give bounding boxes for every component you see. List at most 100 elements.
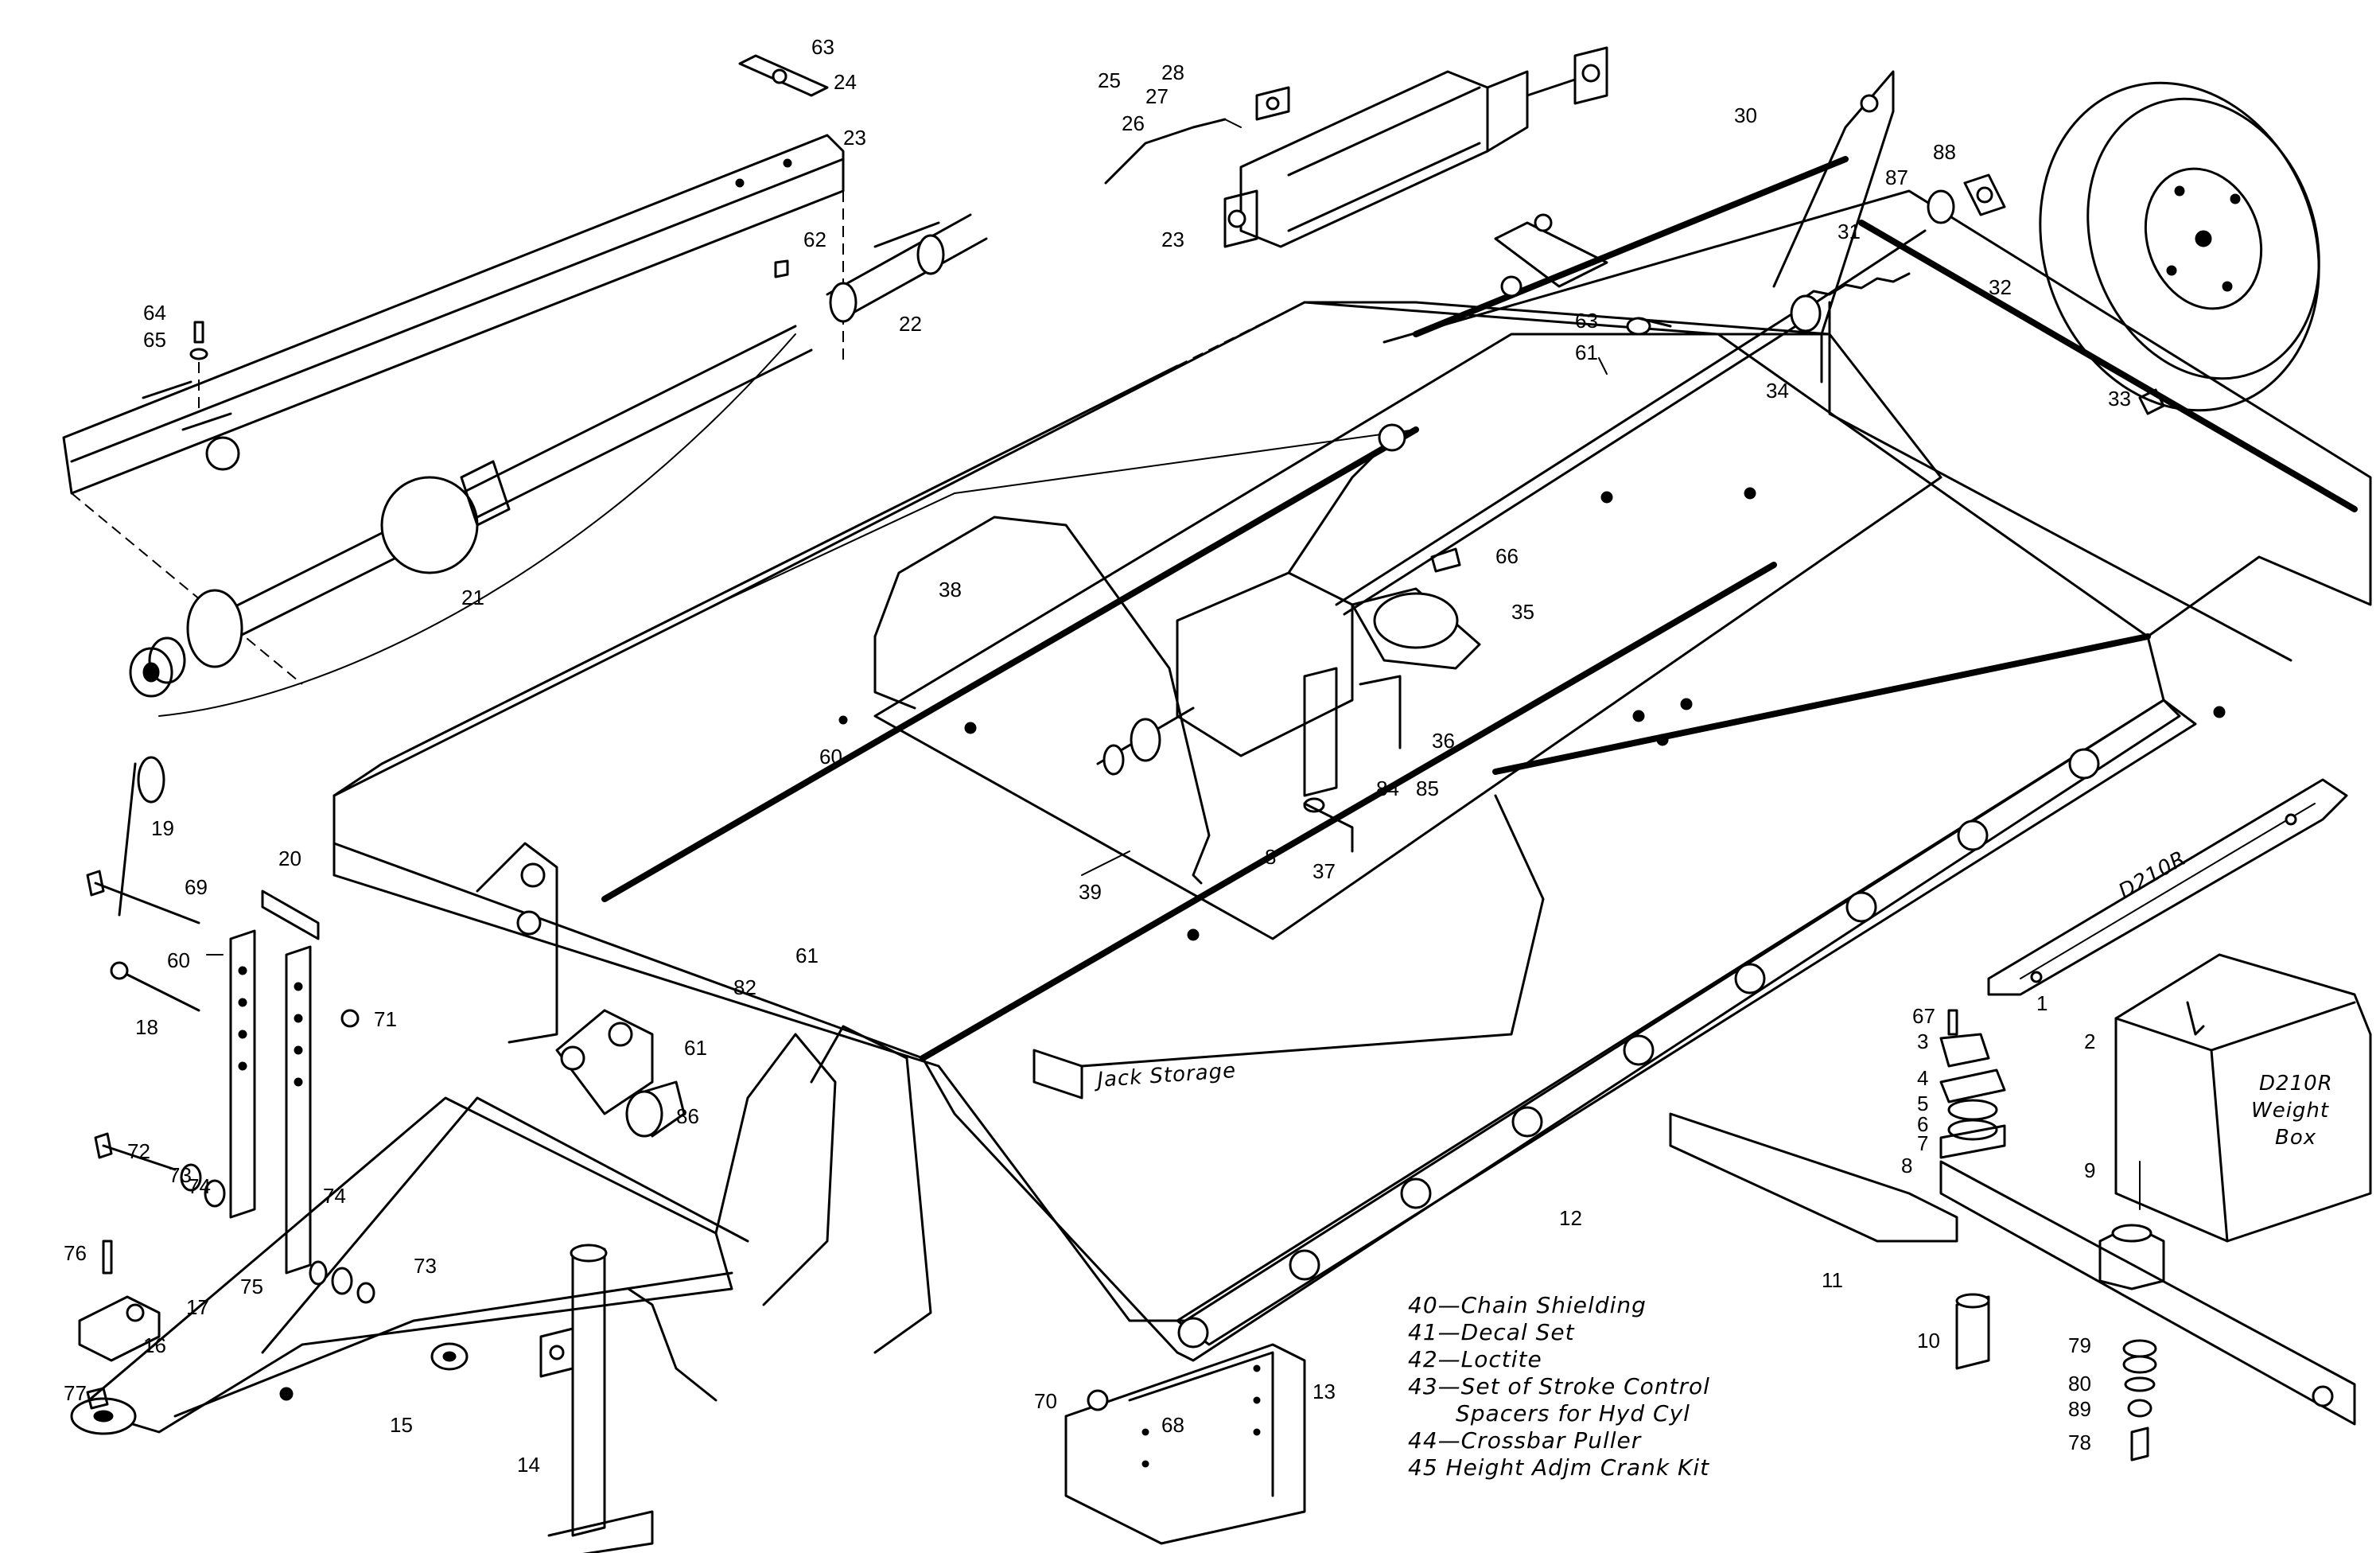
callout-79: 79 — [2068, 1333, 2091, 1357]
callout-63: 63 — [811, 35, 834, 59]
callout-65: 65 — [143, 328, 166, 352]
callout-66: 66 — [1495, 544, 1519, 568]
callout-10: 10 — [1917, 1329, 1940, 1353]
weight-box — [2114, 953, 2372, 1243]
callout-85: 85 — [1416, 776, 1439, 800]
callout-63b: 63 — [1575, 309, 1598, 333]
callout-28: 28 — [1161, 60, 1184, 84]
callout-13: 13 — [1312, 1380, 1336, 1403]
legend-line-44: 44—Crossbar Puller — [1408, 1427, 1642, 1454]
callout-71: 71 — [374, 1007, 397, 1031]
cutter-blade — [1987, 778, 2348, 996]
callout-34: 34 — [1766, 379, 1789, 403]
callout-11: 11 — [1822, 1268, 1843, 1292]
legend-line-42: 42—Loctite — [1408, 1346, 1542, 1372]
callout-17: 17 — [186, 1295, 209, 1319]
callout-68: 68 — [1161, 1413, 1184, 1437]
callout-70: 70 — [1034, 1389, 1057, 1413]
callout-16: 16 — [143, 1333, 166, 1357]
skid-shoe — [1064, 1343, 1306, 1545]
callout-33: 33 — [2108, 387, 2131, 411]
callout-67: 67 — [1912, 1004, 1935, 1028]
callout-77: 77 — [64, 1381, 87, 1405]
weight-box-label-line2: Weight — [2251, 1099, 2329, 1123]
callout-60b: 60 — [167, 948, 190, 972]
hinge-segments — [1177, 748, 2100, 1349]
callout-62: 62 — [803, 228, 826, 251]
cross-arm — [1669, 1112, 2356, 1462]
weight-box-label-line3: Box — [2275, 1126, 2316, 1150]
callout-23: 23 — [843, 126, 866, 150]
callout-73: 73 — [169, 1163, 192, 1187]
callout-82: 82 — [733, 975, 756, 999]
callout-69: 69 — [185, 875, 208, 899]
callout-80: 80 — [2068, 1372, 2091, 1395]
callout-21: 21 — [461, 586, 484, 609]
callout-89: 89 — [2068, 1397, 2091, 1421]
callout-20: 20 — [278, 847, 301, 870]
callout-9: 9 — [2084, 1158, 2095, 1182]
callout-4: 4 — [1917, 1066, 1928, 1090]
legend-line-45: 45 Height Adjm Crank Kit — [1408, 1454, 1709, 1481]
callout-75: 75 — [240, 1275, 263, 1298]
callout-5: 5 — [1917, 1092, 1928, 1115]
hitch-links — [78, 756, 375, 1410]
callout-64: 64 — [143, 301, 166, 325]
callout-84: 84 — [1376, 776, 1399, 800]
hydraulic-cylinder — [1104, 46, 1608, 248]
callout-26: 26 — [1122, 111, 1145, 135]
callout-12: 12 — [1559, 1206, 1582, 1230]
tongue-frame — [70, 842, 1083, 1435]
callout-23b: 23 — [1161, 228, 1184, 251]
callout-61b: 61 — [795, 944, 819, 967]
legend-line-40: 40—Chain Shielding — [1408, 1292, 1647, 1318]
spindle-hardware — [1939, 1009, 2006, 1159]
callout-31: 31 — [1838, 220, 1861, 243]
callout-1: 1 — [2036, 991, 2048, 1015]
parts-legend: 40—Chain Shielding 41—Decal Set 42—Locti… — [1408, 1292, 1709, 1481]
callout-30: 30 — [1734, 103, 1757, 127]
callout-38: 38 — [939, 578, 962, 601]
callout-37: 37 — [1312, 859, 1336, 883]
callout-19: 19 — [151, 816, 174, 840]
callout-74: 74 — [188, 1174, 211, 1198]
blade-mark: D210R — [2115, 847, 2191, 904]
callout-87: 87 — [1885, 165, 1908, 189]
callout-14: 14 — [517, 1453, 540, 1477]
callout-86: 86 — [676, 1104, 699, 1128]
callout-8: 8 — [1265, 845, 1276, 869]
callout-76: 76 — [64, 1241, 87, 1265]
callout-15: 15 — [390, 1413, 413, 1437]
callout-24: 24 — [834, 70, 857, 94]
callout-78: 78 — [2068, 1430, 2091, 1454]
gearbox-assembly — [838, 423, 1481, 885]
wheel-assembly — [2039, 81, 2320, 415]
callout-3: 3 — [1917, 1029, 1928, 1053]
callout-numbers: 63 24 23 62 22 64 65 21 25 28 27 26 23 3… — [64, 35, 2131, 1477]
callout-18: 18 — [135, 1015, 158, 1039]
driveline-assembly — [62, 54, 988, 717]
callout-72: 72 — [127, 1139, 150, 1163]
callout-8b: 8 — [1901, 1154, 1912, 1177]
legend-line-41: 41—Decal Set — [1408, 1319, 1575, 1345]
callout-74b: 74 — [323, 1184, 346, 1208]
callout-39: 39 — [1079, 880, 1102, 904]
callout-60: 60 — [819, 745, 842, 769]
callout-25: 25 — [1098, 68, 1121, 92]
weight-box-label-line1: D210R — [2259, 1072, 2333, 1096]
callout-88: 88 — [1933, 140, 1956, 164]
jack-stand — [539, 1244, 718, 1553]
callout-36: 36 — [1432, 729, 1455, 753]
callout-7: 7 — [1917, 1131, 1928, 1155]
callout-61: 61 — [1575, 341, 1598, 364]
callout-61c: 61 — [684, 1036, 707, 1060]
callout-27: 27 — [1145, 84, 1169, 108]
mower-deck — [332, 156, 2372, 1362]
callout-73b: 73 — [414, 1254, 437, 1278]
crossbar-rod — [1335, 70, 2006, 616]
callout-35: 35 — [1511, 600, 1534, 624]
legend-line-43-cont: Spacers for Hyd Cyl — [1456, 1400, 1690, 1427]
callout-22: 22 — [899, 312, 922, 336]
callout-6: 6 — [1917, 1112, 1928, 1136]
callout-2: 2 — [2084, 1029, 2095, 1053]
